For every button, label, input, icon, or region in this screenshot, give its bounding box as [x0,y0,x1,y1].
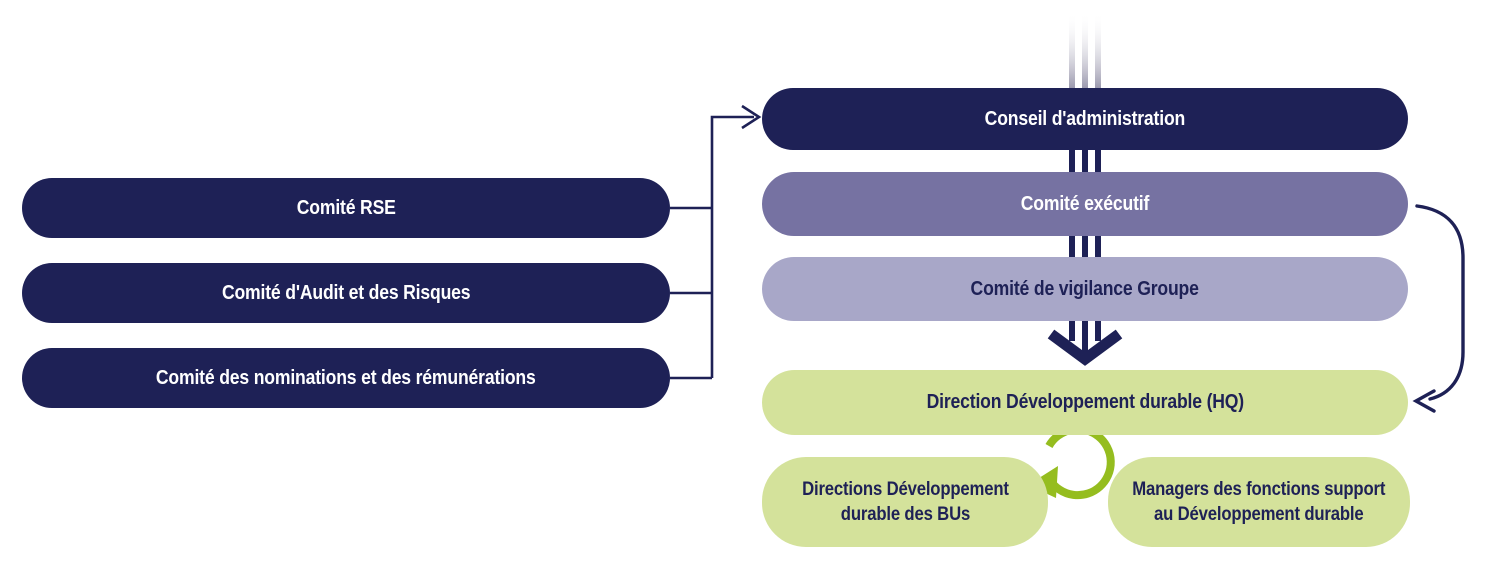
label-line-2: au Développement durable [1154,504,1364,525]
node-comite-audit-risques: Comité d'Audit et des Risques [22,263,670,323]
label-line-1: Directions Développement [801,478,1009,500]
label-line-1: Managers des fonctions support [1132,478,1386,500]
left-arrowhead [1412,389,1436,413]
node-comite-vigilance-groupe: Comité de vigilance Groupe [762,257,1408,321]
down-arrowhead [1047,329,1123,366]
node-label: Directions Développement durable des BUs [802,477,1009,527]
node-label: Managers des fonctions support au Dévelo… [1132,477,1385,527]
node-label: Comité exécutif [1020,192,1150,215]
node-label: Comité RSE [296,196,396,219]
node-comite-nominations-remunerations: Comité des nominations et des rémunérati… [22,348,670,408]
committees-connector [670,115,754,380]
right-arrowhead [741,104,762,130]
label-line-2: durable des BUs [840,504,970,525]
node-label: Comité des nominations et des rémunérati… [156,366,536,389]
node-label: Conseil d'administration [984,107,1186,130]
node-direction-dd-hq: Direction Développement durable (HQ) [762,370,1408,435]
node-label: Comité de vigilance Groupe [970,277,1200,300]
escalation-curve-arrow [1415,204,1465,401]
top-triple-lines [1069,12,1101,88]
node-directions-dd-bus: Directions Développement durable des BUs [762,457,1048,547]
node-comite-rse: Comité RSE [22,178,670,238]
node-label: Direction Développement durable (HQ) [926,391,1244,413]
flow-triple-lines [1069,150,1101,353]
node-managers-fonctions-support: Managers des fonctions support au Dévelo… [1108,457,1410,547]
cycle-arrow-circle [1045,425,1115,500]
node-conseil-administration: Conseil d'administration [762,88,1408,150]
node-label: Comité d'Audit et des Risques [221,281,471,304]
node-comite-executif: Comité exécutif [762,172,1408,236]
